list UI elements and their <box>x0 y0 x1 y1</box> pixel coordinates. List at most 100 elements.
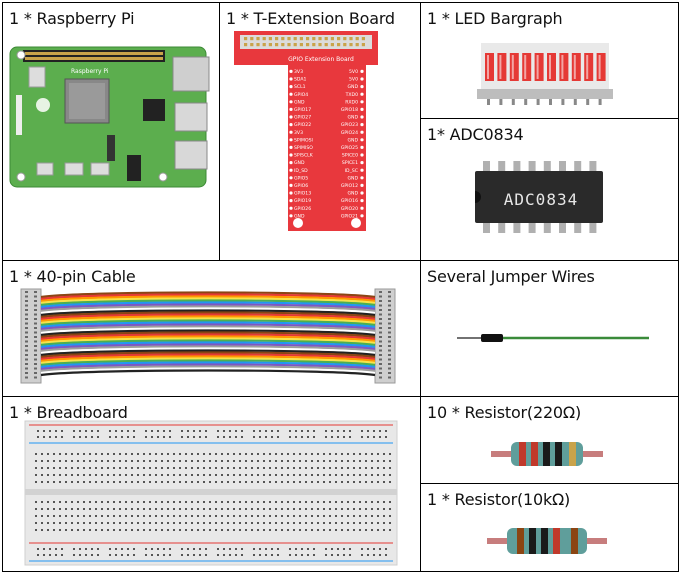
header-pin <box>299 43 303 47</box>
breadboard-hole <box>235 548 237 550</box>
breadboard-hole <box>133 548 135 550</box>
jumper-label: Several Jumper Wires <box>427 267 595 286</box>
header-pin <box>293 37 297 41</box>
breadboard-hole <box>287 529 289 531</box>
breadboard-hole <box>143 529 145 531</box>
breadboard-hole <box>59 515 61 517</box>
cell-resistor-10k: 1 * Resistor(10kΩ) <box>421 484 678 571</box>
breadboard-hole <box>277 554 279 556</box>
breadboard-hole <box>317 481 319 483</box>
breadboard-hole <box>223 436 225 438</box>
breadboard-hole <box>125 515 127 517</box>
connector-hole <box>34 318 37 320</box>
breadboard-hole <box>341 529 343 531</box>
breadboard-hole <box>193 430 195 432</box>
breadboard-hole <box>119 460 121 462</box>
t-pin-hole <box>289 176 293 180</box>
breadboard-hole <box>365 453 367 455</box>
breadboard-hole <box>209 453 211 455</box>
breadboard-hole <box>59 460 61 462</box>
breadboard-hole <box>227 515 229 517</box>
breadboard-hole <box>131 501 133 503</box>
breadboard-hole <box>259 548 261 550</box>
breadboard-hole <box>101 522 103 524</box>
header-pin <box>250 43 254 47</box>
breadboard-hole <box>335 501 337 503</box>
breadboard-hole <box>85 436 87 438</box>
breadboard-hole <box>347 474 349 476</box>
connector-hole <box>379 349 382 352</box>
connector-hole <box>34 331 37 334</box>
connector-hole <box>388 291 391 293</box>
breadboard-hole <box>281 467 283 469</box>
breadboard-hole <box>59 501 61 503</box>
breadboard-hole <box>101 515 103 517</box>
breadboard-hole <box>221 474 223 476</box>
breadboard-hole <box>131 474 133 476</box>
breadboard-hole <box>353 474 355 476</box>
breadboard-hole <box>353 522 355 524</box>
breadboard-hole <box>263 467 265 469</box>
t-pin-hole <box>360 214 364 218</box>
breadboard-hole <box>359 515 361 517</box>
breadboard-hole <box>53 467 55 469</box>
breadboard-hole <box>59 481 61 483</box>
cable-wire <box>40 299 376 307</box>
connector-hole <box>379 367 382 370</box>
breadboard-hole <box>155 467 157 469</box>
breadboard-hole <box>55 554 57 556</box>
breadboard-hole <box>383 481 385 483</box>
bargraph-segment <box>584 53 594 81</box>
breadboard-hole <box>193 554 195 556</box>
breadboard-hole <box>389 508 391 510</box>
breadboard-hole <box>185 501 187 503</box>
segment-shine <box>511 55 514 79</box>
cable-wire <box>40 323 376 331</box>
breadboard-hole <box>335 467 337 469</box>
connector-hole <box>388 322 391 325</box>
breadboard-hole <box>197 453 199 455</box>
breadboard-hole <box>353 508 355 510</box>
segment-shine <box>536 55 539 79</box>
breadboard-hole <box>371 474 373 476</box>
breadboard-hole <box>347 481 349 483</box>
cable-wire <box>40 347 376 355</box>
t-pin-label-right: GND <box>347 137 358 143</box>
breadboard-hole <box>89 522 91 524</box>
breadboard-hole <box>77 508 79 510</box>
breadboard-hole <box>209 467 211 469</box>
breadboard-hole <box>335 515 337 517</box>
breadboard-hole <box>197 508 199 510</box>
breadboard-hole <box>299 522 301 524</box>
breadboard-hole <box>341 508 343 510</box>
breadboard-hole <box>215 467 217 469</box>
breadboard-hole <box>305 508 307 510</box>
breadboard-hole <box>53 508 55 510</box>
breadboard-hole <box>389 481 391 483</box>
breadboard-hole <box>113 460 115 462</box>
cable-wire <box>40 315 376 323</box>
breadboard-hole <box>61 436 63 438</box>
breadboard-hole <box>203 474 205 476</box>
header-pin <box>330 37 334 41</box>
breadboard-hole <box>131 522 133 524</box>
breadboard-hole <box>275 508 277 510</box>
cable-wire <box>40 333 376 341</box>
breadboard-hole <box>119 474 121 476</box>
breadboard-hole <box>359 460 361 462</box>
breadboard-hole <box>197 460 199 462</box>
breadboard-hole <box>329 515 331 517</box>
breadboard-hole <box>323 460 325 462</box>
breadboard-hole <box>167 481 169 483</box>
segment-shine <box>499 55 502 79</box>
breadboard-hole <box>373 430 375 432</box>
breadboard-hole <box>259 554 261 556</box>
header-pin <box>281 37 285 41</box>
breadboard-hole <box>73 548 75 550</box>
breadboard-hole <box>245 515 247 517</box>
breadboard-hole <box>203 501 205 503</box>
breadboard-hole <box>277 430 279 432</box>
breadboard-hole <box>131 460 133 462</box>
adc-pin-bottom <box>483 223 490 233</box>
breadboard-hole <box>101 529 103 531</box>
